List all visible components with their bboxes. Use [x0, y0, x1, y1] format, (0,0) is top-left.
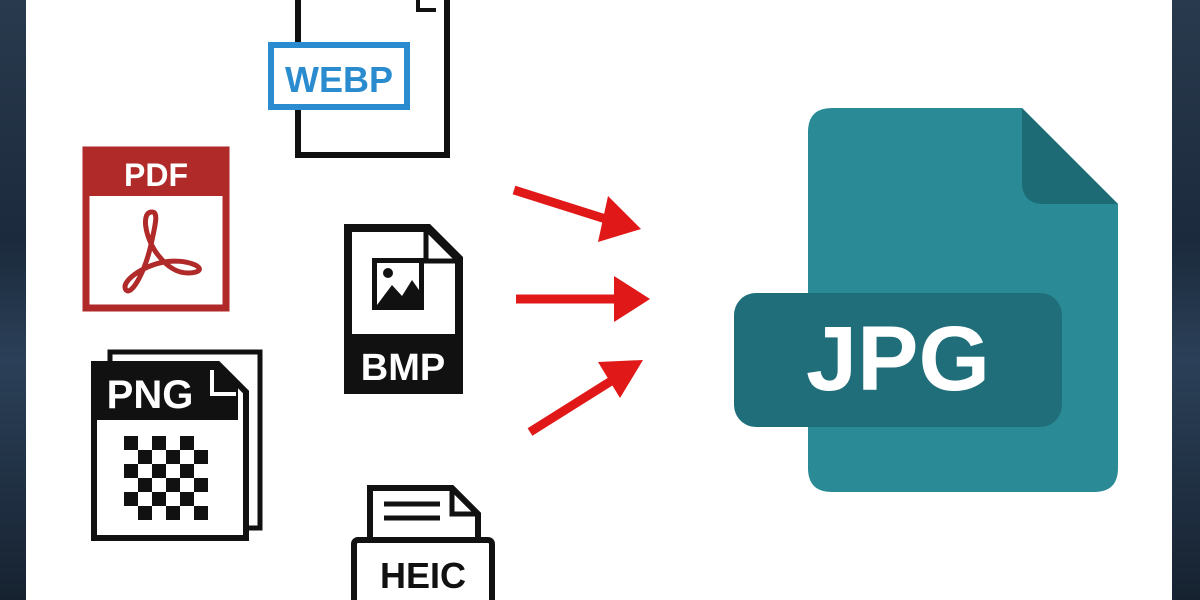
- transparency-grid-icon: [124, 436, 208, 520]
- heic-file-icon: HEIC: [351, 485, 495, 600]
- arrow-right-icon: [516, 276, 650, 322]
- conversion-arrows: [512, 185, 650, 436]
- jpg-label: JPG: [806, 308, 990, 410]
- webp-label: WEBP: [285, 59, 393, 100]
- webp-file-icon: WEBP: [268, 0, 450, 158]
- bmp-file-icon: BMP: [344, 224, 463, 394]
- pdf-label: PDF: [124, 157, 188, 193]
- bmp-label: BMP: [361, 347, 445, 389]
- arrow-right-icon: [512, 185, 641, 242]
- background-left-edge: [0, 0, 26, 600]
- arrow-right-icon: [527, 360, 643, 436]
- heic-label: HEIC: [380, 555, 466, 596]
- image-icon: [372, 258, 424, 310]
- png-label: PNG: [107, 373, 194, 417]
- pdf-file-icon: PDF: [82, 146, 230, 312]
- png-file-icon: PNG: [91, 349, 263, 541]
- jpg-file-icon: JPG: [734, 108, 1118, 492]
- background-right-edge: [1172, 0, 1200, 600]
- acrobat-logo-icon: [122, 209, 202, 294]
